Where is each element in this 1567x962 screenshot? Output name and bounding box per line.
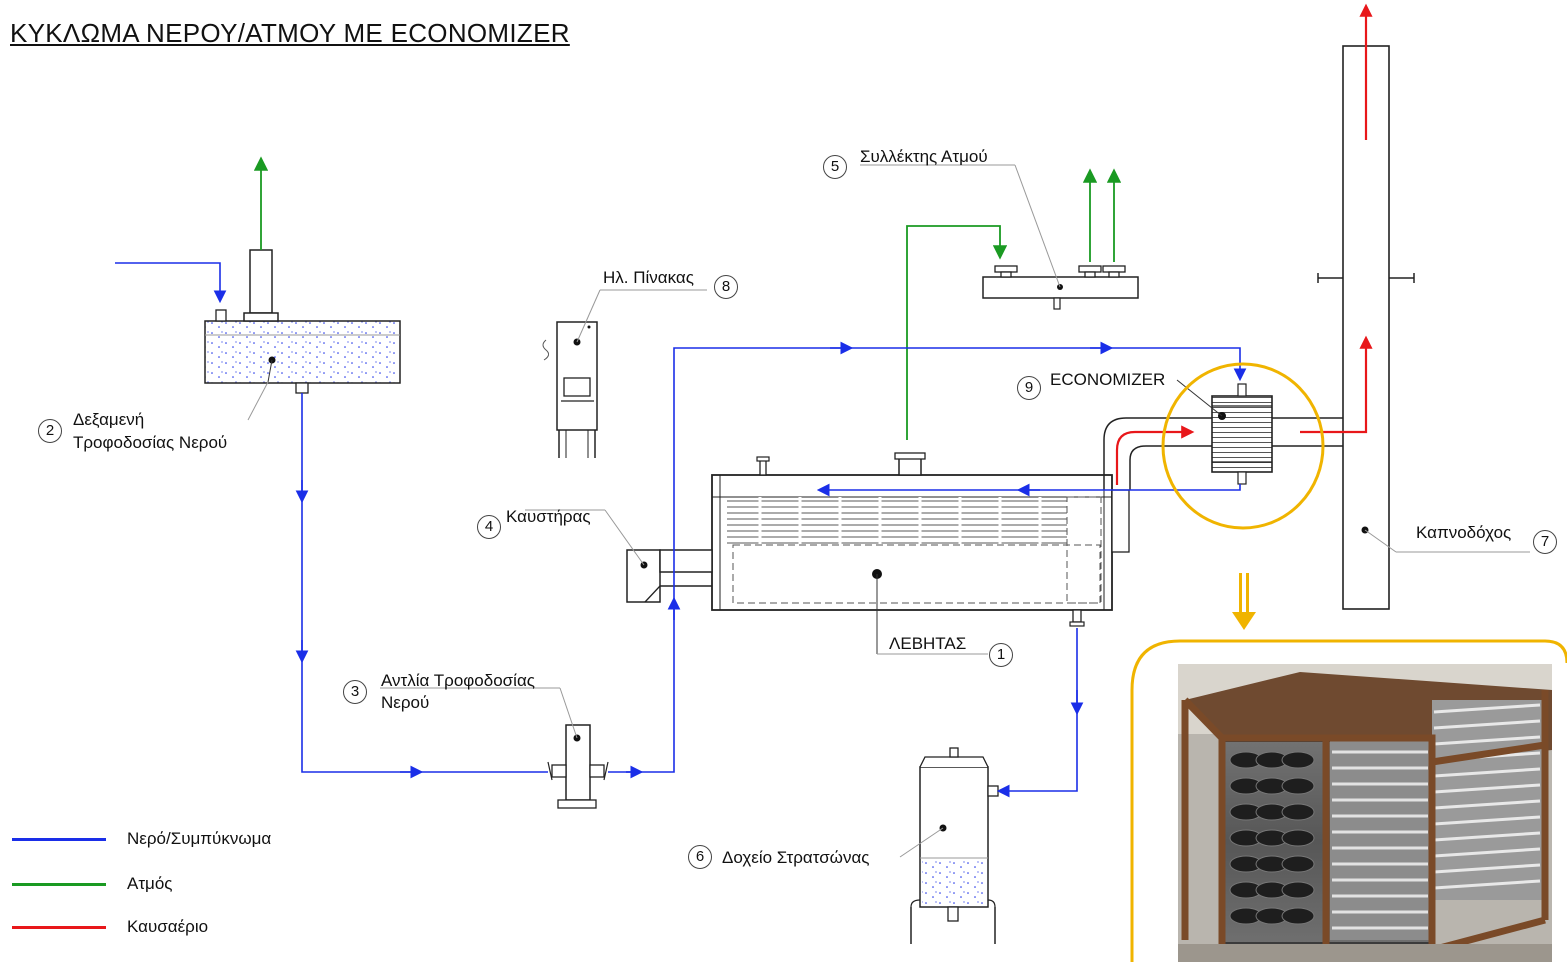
- blowdown-label: Δοχείο Στρατσώνας: [722, 848, 869, 868]
- pump-number: 3: [343, 680, 367, 704]
- legend-fluegas-line: [12, 926, 106, 929]
- blowdown-vessel: [900, 748, 998, 944]
- pump-label-line2: Νερού: [381, 693, 429, 713]
- legend-fluegas-label: Καυσαέριο: [127, 917, 208, 937]
- tank-number: 2: [38, 419, 62, 443]
- boiler: [712, 453, 1129, 654]
- boiler-label: ΛΕΒΗΤΑΣ: [889, 634, 966, 654]
- steam-lines: [261, 160, 1114, 440]
- blowdown-number: 6: [688, 845, 712, 869]
- economizer-photo: [1178, 664, 1552, 962]
- panel-label: Ηλ. Πίνακας: [603, 268, 694, 288]
- control-panel: [543, 290, 707, 458]
- legend-steam-line: [12, 883, 106, 886]
- collector-label: Συλλέκτης Ατμού: [860, 147, 988, 167]
- economizer-label: ECONOMIZER: [1050, 370, 1165, 390]
- legend-water-line: [12, 838, 106, 841]
- collector-number: 5: [823, 155, 847, 179]
- tank-label-line2: Τροφοδοσίας Νερού: [73, 433, 227, 453]
- burner-number: 4: [477, 515, 501, 539]
- chimney-label: Καπνοδόχος: [1416, 523, 1511, 543]
- boiler-number: 1: [989, 643, 1013, 667]
- steam-collector: [860, 165, 1138, 309]
- tank-label-line1: Δεξαμενή: [73, 410, 144, 430]
- legend-steam-label: Ατμός: [127, 874, 173, 894]
- pump-label-line1: Αντλία Τροφοδοσίας: [381, 671, 535, 691]
- economizer: [1177, 380, 1272, 484]
- burner-label: Καυστήρας: [506, 507, 591, 527]
- chimney-number: 7: [1533, 530, 1557, 554]
- panel-number: 8: [714, 275, 738, 299]
- economizer-number: 9: [1017, 376, 1041, 400]
- legend-water-label: Νερό/Συμπύκνωμα: [127, 829, 271, 849]
